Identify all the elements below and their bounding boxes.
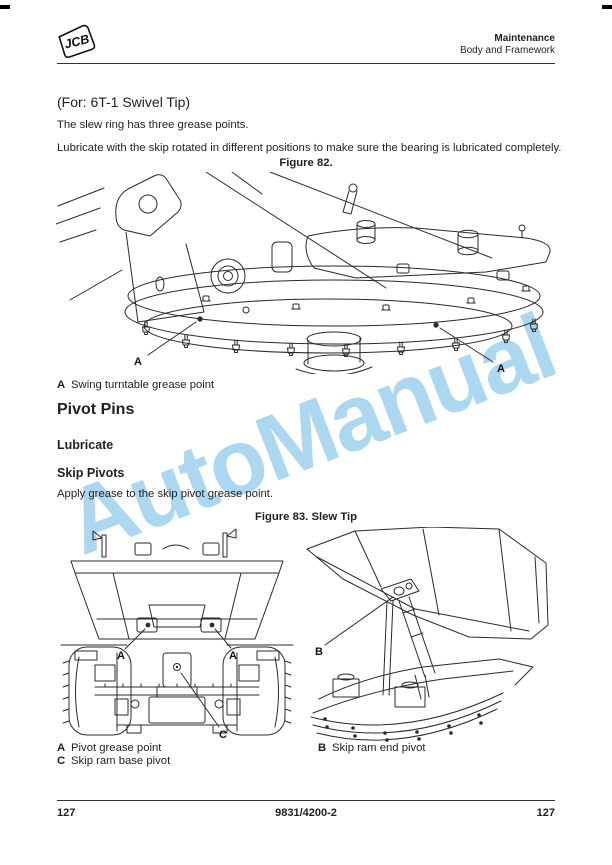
figure82-drawing: A A <box>56 172 556 374</box>
mirrors <box>92 528 237 558</box>
jcb-logo: JCB <box>58 24 96 59</box>
heading-skip-pivots: Skip Pivots <box>57 466 125 480</box>
scan-mark-top-left <box>0 5 10 9</box>
paragraph-lubricate-skip: Lubricate with the skip rotated in diffe… <box>57 142 562 154</box>
header-right: Maintenance Body and Framework <box>460 33 555 57</box>
ring-pedestal <box>295 331 373 374</box>
paragraph-grease-points: The slew ring has three grease points. <box>57 119 249 131</box>
heading-pivot-pins: Pivot Pins <box>57 401 135 418</box>
skip-ram <box>380 578 436 700</box>
boom-pivot-bracket <box>115 174 205 323</box>
footer-rule <box>57 800 555 801</box>
caption-text-b: Skip ram end pivot <box>332 742 426 754</box>
skip-top-fittings <box>134 542 220 556</box>
figure83-right-caption: B Skip ram end pivot <box>318 742 426 755</box>
boom-arm <box>205 172 493 314</box>
figure83-right-drawing: B <box>303 527 563 742</box>
figure82-caption: A Swing turntable grease point <box>57 379 214 392</box>
callouts: A A C <box>117 628 237 741</box>
figure82-callout-a-right: A <box>497 363 505 374</box>
page-subtitle: (For: 6T-1 Swivel Tip) <box>57 94 191 110</box>
turntable-deck <box>305 220 551 279</box>
caption-row-c: C Skip ram base pivot <box>57 755 170 768</box>
slew-ring <box>124 241 544 354</box>
figure83-left-drawing: A A C <box>57 527 297 742</box>
header-section: Maintenance <box>494 33 555 44</box>
deck-stud-left <box>356 220 376 244</box>
heading-lubricate: Lubricate <box>57 438 114 452</box>
footer-doc-number: 9831/4200-2 <box>275 807 337 819</box>
paragraph-apply-grease: Apply grease to the skip pivot grease po… <box>57 488 274 500</box>
caption-key-b: B <box>318 742 327 754</box>
figure82-caption-text: Swing turntable grease point <box>71 379 215 391</box>
figure83-callout-a-left: A <box>117 650 125 662</box>
fenders-and-steps <box>60 644 294 682</box>
caption-text-c: Skip ram base pivot <box>71 755 171 767</box>
footer-page-number-left: 127 <box>57 807 76 819</box>
footer-page-number-right: 127 <box>536 807 555 819</box>
figure83-left-captions: A Pivot grease point C Skip ram base pivot <box>57 742 170 768</box>
tire-left <box>62 646 132 736</box>
caption-row-a: A Pivot grease point <box>57 742 170 755</box>
tipped-skip <box>306 527 549 640</box>
skip-pivot-brackets <box>136 617 222 633</box>
slew-base <box>310 658 534 742</box>
figure82-callout-a-left: A <box>134 356 142 368</box>
deck-stud-right <box>457 229 479 256</box>
figure82-title: Figure 82. <box>279 157 333 169</box>
skip-body <box>70 560 284 640</box>
header-subsection: Body and Framework <box>459 45 555 56</box>
tire-right <box>222 646 292 736</box>
caption-key-c: C <box>57 755 66 767</box>
grease-point-callouts: A A <box>134 316 505 374</box>
figure83-callout-a-right: A <box>229 650 237 662</box>
callouts: B <box>315 596 394 658</box>
figure83-callout-b: B <box>315 646 323 658</box>
ground-hatch-lines <box>56 187 123 301</box>
header-rule <box>57 63 555 64</box>
figure82-caption-key: A <box>57 379 66 391</box>
scan-mark-top-right <box>602 5 612 9</box>
caption-text-a: Pivot grease point <box>71 742 162 754</box>
jcb-logo-text: JCB <box>63 32 91 52</box>
chassis <box>94 652 260 734</box>
figure83-title: Figure 83. Slew Tip <box>254 511 358 523</box>
caption-key-a: A <box>57 742 66 754</box>
figure83-callout-c: C <box>219 729 227 741</box>
caption-row-b: B Skip ram end pivot <box>318 742 426 755</box>
